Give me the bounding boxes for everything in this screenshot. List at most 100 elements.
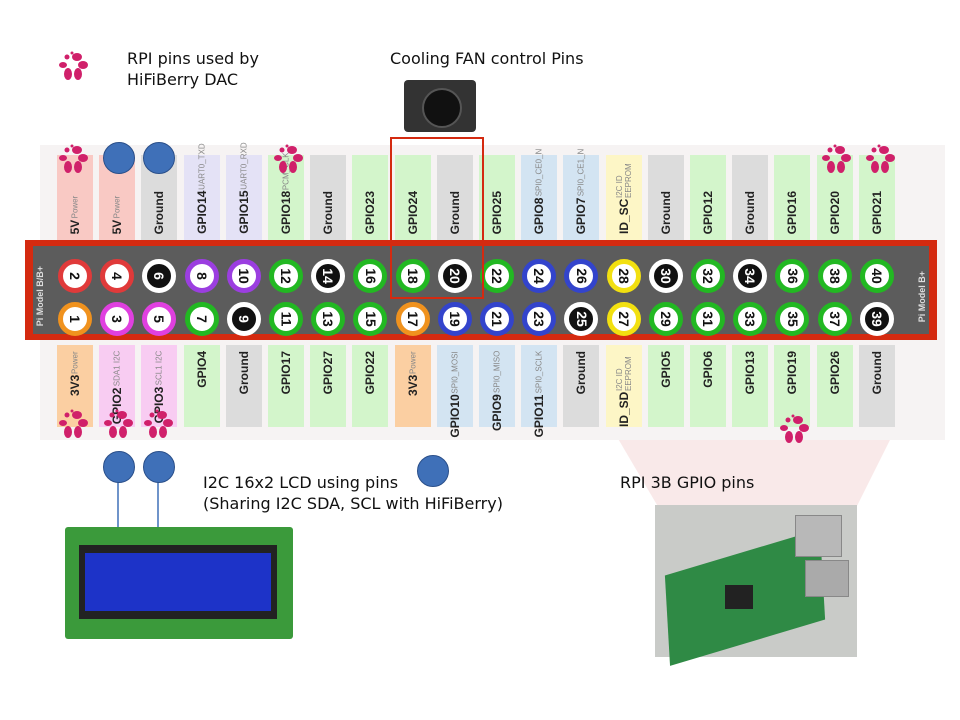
pin-number: 6 [151, 272, 168, 280]
pin-number: 1 [66, 315, 83, 323]
pin-21: 21 [480, 302, 514, 336]
pin-label-35: GPIO19 [774, 345, 811, 427]
hifiberry-logo-icon [100, 405, 136, 441]
pin-function: UART0_TXD [197, 143, 207, 190]
pin-name: GPIO9 [490, 394, 504, 431]
pin-36: 36 [775, 259, 810, 293]
pin-number: 31 [699, 311, 716, 327]
pin-name: GPIO27 [321, 351, 336, 395]
pin-name: Ground [574, 351, 589, 395]
pin-number: 12 [277, 268, 294, 284]
hifiberry-logo-icon [55, 405, 91, 441]
pin-function: SDA1 I2C [112, 351, 122, 387]
pin-number: 29 [657, 311, 674, 327]
pin-name: GPIO23 [363, 190, 378, 234]
pin-name: GPIO16 [785, 190, 800, 234]
pin-function: UART0_RXD [239, 142, 249, 190]
lcd-pin-marker [143, 451, 175, 483]
pin-function: I2C ID EEPROM [614, 355, 633, 391]
pin-number: 40 [868, 268, 885, 284]
pin-name: GPIO19 [785, 351, 800, 395]
pin-label-33: GPIO13 [732, 345, 769, 427]
lcd-pin-marker [103, 451, 135, 483]
pin-name: Ground [321, 190, 336, 234]
pin-name: ID_SC [616, 198, 631, 234]
pin-12: 12 [269, 259, 303, 293]
pin-number: 28 [615, 268, 632, 284]
pin-number: 35 [784, 311, 801, 327]
pin-name: GPIO15 [236, 190, 251, 234]
pin-number: 39 [868, 311, 885, 327]
pin-label-37: GPIO26 [816, 345, 853, 427]
pin-26: 26 [564, 259, 599, 293]
pin-1: 1 [58, 302, 92, 336]
fan-caption: Cooling FAN control Pins [390, 49, 584, 68]
pin-function: Power [70, 195, 80, 219]
pin-name: GPIO13 [743, 351, 758, 395]
pin-label-31: GPIO6 [690, 345, 726, 427]
pin-number: 24 [531, 268, 548, 284]
pin-4: 4 [100, 259, 135, 293]
fan-image [404, 80, 476, 132]
hifiberry-logo-icon [55, 140, 91, 176]
pin-31: 31 [691, 302, 725, 336]
pin-function: SPI0_CE0_N [534, 148, 544, 197]
pin-5: 5 [142, 302, 177, 336]
pin-name: Ground [236, 351, 251, 395]
pin-number: 34 [742, 268, 759, 284]
pin-34: 34 [733, 259, 768, 293]
pin-name: 5V [68, 219, 82, 234]
model-label-left: Pi Model B/B+ [35, 266, 45, 327]
pin-2: 2 [58, 259, 92, 293]
pin-function: Power [408, 351, 418, 374]
pin-16: 16 [353, 259, 388, 293]
pin-15: 15 [353, 302, 388, 336]
pin-label-20: Ground [436, 155, 473, 240]
pin-38: 38 [817, 259, 852, 293]
pin-number: 25 [573, 311, 590, 327]
pin-label-11: GPIO17 [268, 345, 304, 427]
pin-number: 5 [151, 315, 168, 323]
pin-29: 29 [648, 302, 683, 336]
pin-33: 33 [733, 302, 768, 336]
pin-9: 9 [226, 302, 261, 336]
pin-name: GPIO21 [869, 190, 884, 234]
pin-number: 8 [193, 272, 210, 280]
hifiberry-logo-icon [140, 405, 176, 441]
pin-name: ID_SD [616, 391, 631, 427]
pin-name: Ground [743, 190, 758, 234]
pin-10: 10 [226, 259, 261, 293]
fan-pins-highlight [390, 137, 484, 299]
hifiberry-logo-icon [270, 140, 306, 176]
pin-27: 27 [606, 302, 641, 336]
pin-label-9: Ground [225, 345, 262, 427]
pin-function: I2C ID EEPROM [614, 162, 633, 198]
pin-function: SPI0_MOSI [450, 351, 460, 394]
model-label-right: Pi Model B+ [917, 271, 927, 323]
pin-20: 20 [437, 259, 472, 293]
pin-label-18: GPIO24 [394, 155, 431, 240]
pin-name: GPIO11 [532, 394, 547, 438]
pin-label-7: GPIO4 [183, 345, 220, 427]
hifiberry-caption: RPI pins used by HiFiBerry DAC [127, 49, 259, 89]
pin-22: 22 [480, 259, 514, 293]
pin-number: 33 [742, 311, 759, 327]
pin-18: 18 [395, 259, 430, 293]
pin-name: GPIO8 [532, 197, 547, 234]
pin-name: 3V3 [405, 374, 420, 397]
pin-label-13: GPIO27 [310, 345, 347, 427]
pin-3: 3 [100, 302, 135, 336]
pin-number: 7 [193, 315, 210, 323]
pin-17: 17 [395, 302, 430, 336]
pin-name: Ground [658, 190, 673, 234]
pin-number: 3 [109, 315, 126, 323]
pin-number: 38 [826, 268, 843, 284]
pin-number: 36 [784, 268, 801, 284]
